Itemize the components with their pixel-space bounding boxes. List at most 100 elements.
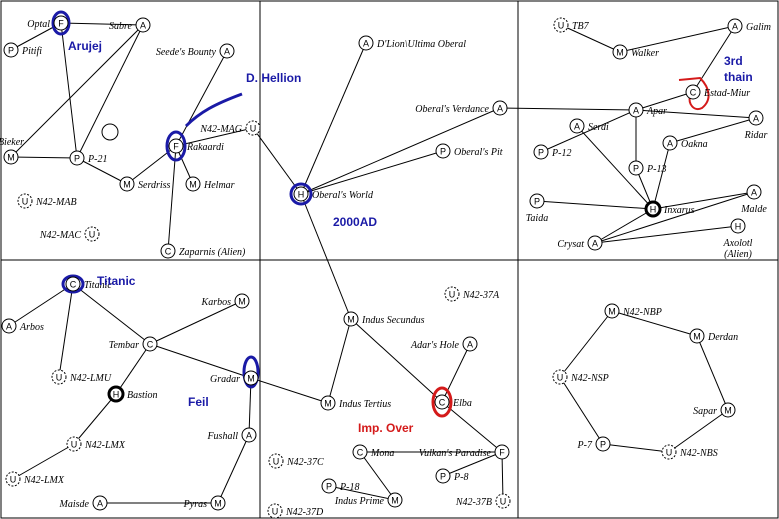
node-circle[interactable] — [435, 468, 451, 484]
node-circle[interactable] — [553, 17, 569, 33]
node-circle[interactable] — [661, 444, 677, 460]
node-circle[interactable] — [444, 286, 460, 302]
node-circle[interactable] — [435, 143, 451, 159]
node-circle[interactable] — [84, 226, 100, 242]
node-circle[interactable] — [730, 218, 746, 234]
node-circle[interactable] — [69, 150, 85, 166]
node-circle[interactable] — [1, 318, 17, 334]
node-circle[interactable] — [587, 235, 603, 251]
node-circle[interactable] — [343, 311, 359, 327]
node-circle[interactable] — [685, 84, 701, 100]
node-circle[interactable] — [727, 18, 743, 34]
node-circle[interactable] — [142, 336, 158, 352]
node-circle[interactable] — [3, 149, 19, 165]
node-circle[interactable] — [185, 176, 201, 192]
node-circle[interactable] — [17, 193, 33, 209]
node-circle[interactable] — [720, 402, 736, 418]
node-circle[interactable] — [168, 138, 184, 154]
node-circle[interactable] — [241, 427, 257, 443]
node-circle[interactable] — [462, 336, 478, 352]
node-circle[interactable] — [210, 495, 226, 511]
node-circle[interactable] — [644, 200, 662, 218]
node-circle[interactable] — [92, 495, 108, 511]
node-circle[interactable] — [434, 394, 450, 410]
node-circle[interactable] — [3, 42, 19, 58]
node-circle[interactable] — [5, 471, 21, 487]
node-circle[interactable] — [65, 276, 81, 292]
node-circle[interactable] — [51, 369, 67, 385]
node-circle[interactable] — [494, 444, 510, 460]
node-circle[interactable] — [107, 385, 125, 403]
node-circle[interactable] — [53, 15, 69, 31]
node-circle[interactable] — [628, 102, 644, 118]
node-circle[interactable] — [628, 160, 644, 176]
node-circle[interactable] — [492, 100, 508, 116]
node-circle[interactable] — [234, 293, 250, 309]
node-circle[interactable] — [267, 503, 283, 519]
node-circle[interactable] — [748, 110, 764, 126]
node-circle[interactable] — [552, 369, 568, 385]
node-circle[interactable] — [293, 186, 309, 202]
node-circle[interactable] — [66, 436, 82, 452]
system-node-p7[interactable]: PP-7 — [577, 436, 611, 452]
node-circle[interactable] — [529, 193, 545, 209]
node-circle[interactable] — [387, 492, 403, 508]
node-circle[interactable] — [135, 17, 151, 33]
node-circle[interactable] — [595, 436, 611, 452]
node-circle[interactable] — [119, 176, 135, 192]
node-circle[interactable] — [320, 395, 336, 411]
node-circle[interactable] — [219, 43, 235, 59]
node-circle[interactable] — [358, 35, 374, 51]
node-circle[interactable] — [245, 120, 261, 136]
node-circle[interactable] — [352, 444, 368, 460]
node-circle[interactable] — [321, 478, 337, 494]
node-circle[interactable] — [604, 303, 620, 319]
node-circle[interactable] — [533, 144, 549, 160]
node-circle[interactable] — [160, 243, 176, 259]
